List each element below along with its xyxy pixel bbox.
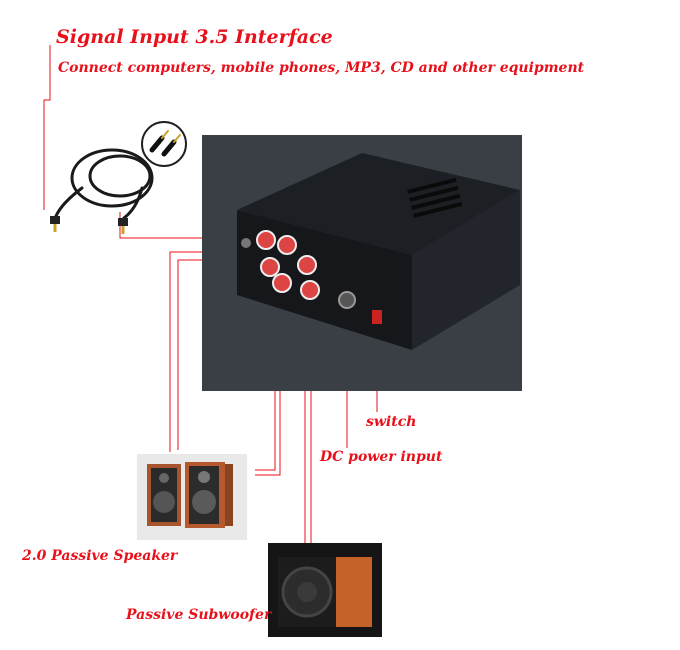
signal-input-subtitle: Connect computers, mobile phones, MP3, C…: [58, 60, 585, 76]
dc-power-label: DC power input: [320, 449, 443, 465]
signal-input-title: Signal Input 3.5 Interface: [56, 26, 333, 48]
amplifier-photo: [202, 135, 522, 391]
bookshelf-speakers-photo: [137, 454, 247, 540]
audio-cable-icon: [50, 121, 187, 234]
switch-label: switch: [366, 414, 417, 430]
passive-subwoofer-label: Passive Subwoofer: [126, 607, 272, 623]
passive-speaker-label: 2.0 Passive Speaker: [22, 548, 178, 564]
subwoofer-photo: [268, 543, 382, 637]
